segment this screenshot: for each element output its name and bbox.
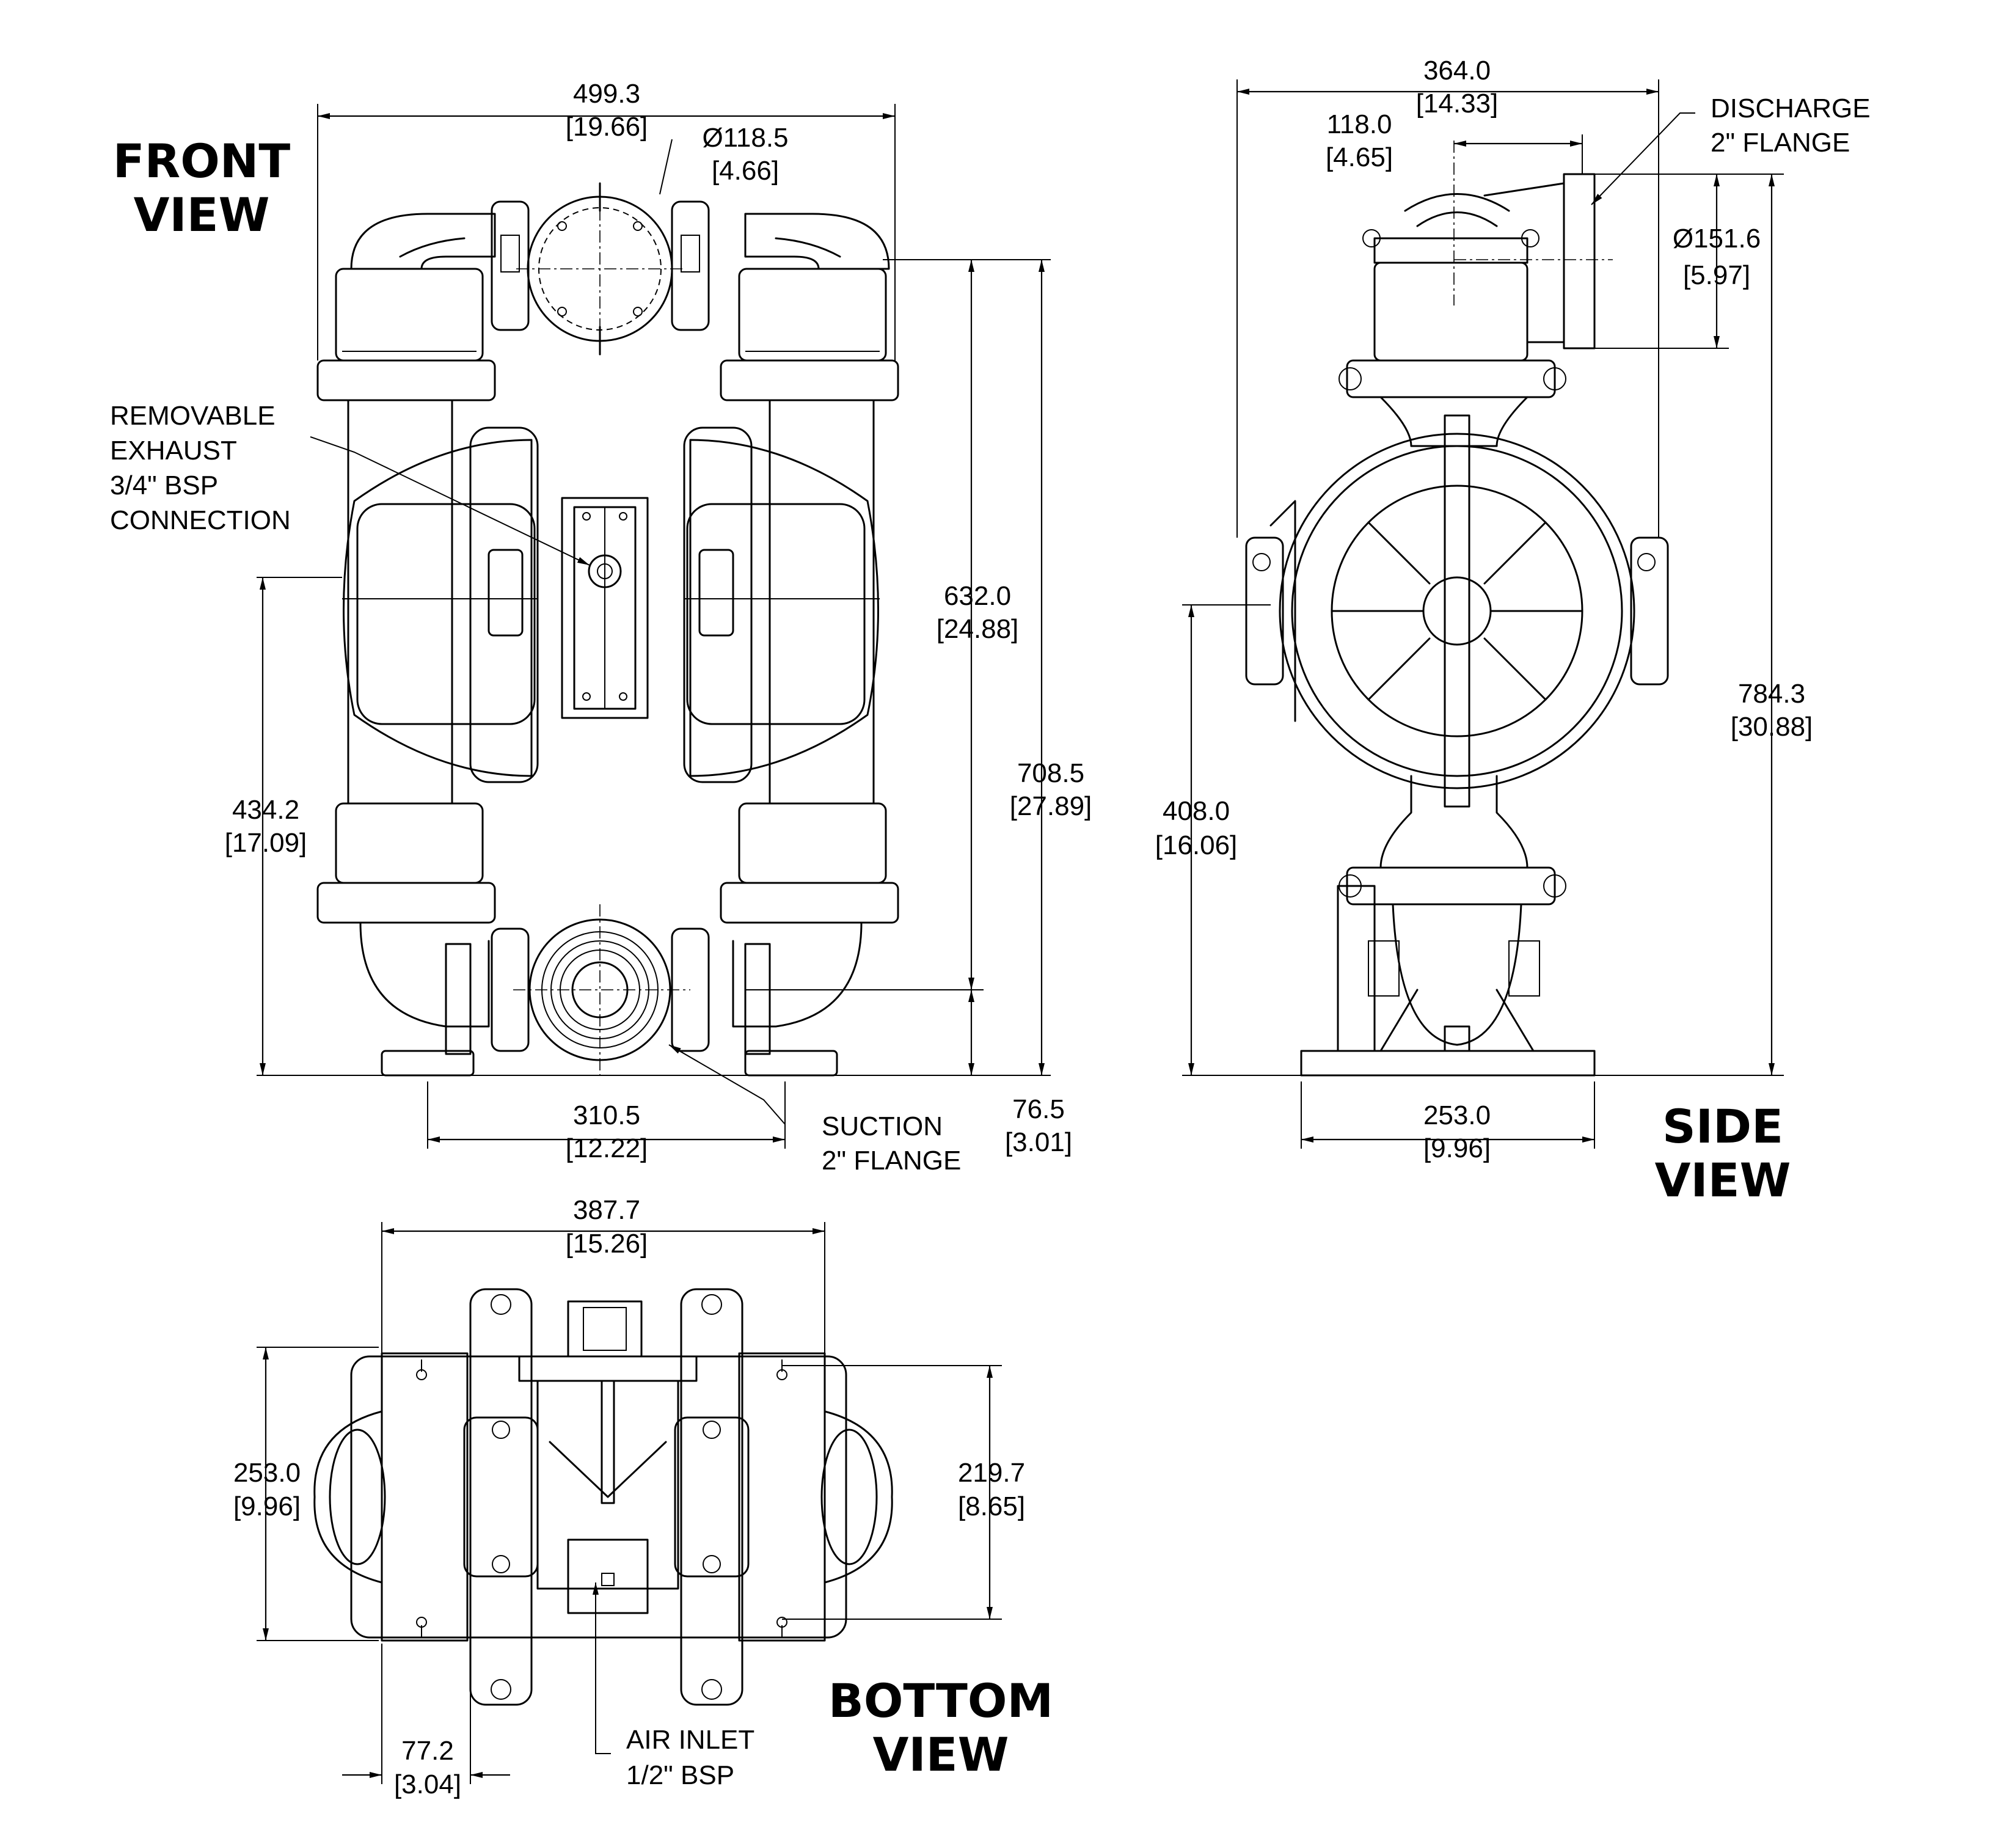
bottom-view-title-line1: BOTTOM bbox=[828, 1674, 1053, 1728]
side-view: SIDE VIEW bbox=[1155, 56, 1871, 1207]
front-suction-height-in: [3.01] bbox=[1005, 1127, 1072, 1157]
bottom-edge-offset-mm: 77.2 bbox=[401, 1736, 454, 1766]
side-total-height-mm: 784.3 bbox=[1738, 679, 1805, 709]
discharge-note-line1: DISCHARGE bbox=[1711, 93, 1871, 123]
side-discharge-offset-in: [4.65] bbox=[1326, 142, 1393, 172]
front-height-632-mm: 632.0 bbox=[944, 581, 1011, 611]
front-dimension-texts: 499.3 [19.66] Ø118.5 [4.66] REMOVABLE EX… bbox=[110, 79, 1092, 1176]
side-view-title-line2: VIEW bbox=[1655, 1153, 1791, 1207]
front-width-in: [19.66] bbox=[566, 112, 648, 142]
side-flange-dia-in: [5.97] bbox=[1683, 260, 1750, 290]
exhaust-note-line3: 3/4" BSP bbox=[110, 470, 218, 500]
bottom-mount-depth-in: [8.65] bbox=[958, 1491, 1025, 1521]
front-height-708-in: [27.89] bbox=[1010, 791, 1092, 821]
side-width-mm: 364.0 bbox=[1423, 56, 1491, 86]
bottom-depth-mm: 253.0 bbox=[233, 1458, 301, 1488]
front-height-434-in: [17.09] bbox=[225, 828, 307, 858]
bottom-pump-body bbox=[313, 1288, 893, 1706]
bottom-view-title-line2: VIEW bbox=[873, 1727, 1009, 1782]
bottom-depth-in: [9.96] bbox=[233, 1491, 301, 1521]
side-dimension-texts: 364.0 [14.33] 118.0 [4.65] DISCHARGE 2" … bbox=[1155, 56, 1871, 1163]
front-pump-body bbox=[316, 182, 899, 1077]
side-width-in: [14.33] bbox=[1416, 89, 1499, 119]
front-foot-span-mm: 310.5 bbox=[573, 1100, 640, 1130]
side-view-title-line1: SIDE bbox=[1662, 1099, 1783, 1154]
bottom-mount-depth-mm: 219.7 bbox=[958, 1458, 1025, 1488]
side-flange-dia-mm: Ø151.6 bbox=[1673, 224, 1761, 254]
front-height-708-mm: 708.5 bbox=[1017, 758, 1084, 788]
bottom-edge-offset-in: [3.04] bbox=[394, 1769, 461, 1799]
front-view-title-line1: FRONT bbox=[113, 134, 291, 188]
front-view-title-line2: VIEW bbox=[134, 188, 270, 242]
exhaust-note-line2: EXHAUST bbox=[110, 436, 237, 466]
side-dimension-lines bbox=[1182, 79, 1784, 1149]
bottom-view: BOTTOM VIEW bbox=[233, 1195, 1053, 1799]
front-height-434-mm: 434.2 bbox=[232, 795, 299, 825]
front-port-dia-mm: Ø118.5 bbox=[702, 123, 788, 153]
side-base-width-in: [9.96] bbox=[1423, 1133, 1491, 1163]
front-port-dia-in: [4.66] bbox=[712, 156, 779, 186]
front-suction-height-mm: 76.5 bbox=[1012, 1094, 1065, 1124]
suction-note-line1: SUCTION bbox=[822, 1111, 943, 1141]
front-dimension-lines bbox=[257, 104, 1051, 1149]
side-air-height-mm: 408.0 bbox=[1163, 796, 1230, 826]
exhaust-note-line4: CONNECTION bbox=[110, 505, 291, 535]
bottom-width-mm: 387.7 bbox=[573, 1195, 640, 1225]
air-inlet-note-line1: AIR INLET bbox=[626, 1725, 754, 1755]
front-width-mm: 499.3 bbox=[573, 79, 640, 109]
bottom-width-in: [15.26] bbox=[566, 1229, 648, 1259]
side-base-width-mm: 253.0 bbox=[1423, 1100, 1491, 1130]
side-discharge-offset-mm: 118.0 bbox=[1327, 109, 1392, 139]
bottom-dimension-lines bbox=[257, 1222, 1002, 1784]
suction-note-line2: 2" FLANGE bbox=[822, 1146, 961, 1176]
side-pump-body bbox=[1245, 141, 1669, 1077]
discharge-note-line2: 2" FLANGE bbox=[1711, 128, 1850, 158]
exhaust-note-line1: REMOVABLE bbox=[110, 401, 276, 431]
front-height-632-in: [24.88] bbox=[937, 614, 1019, 644]
air-inlet-note-line2: 1/2" BSP bbox=[626, 1760, 734, 1790]
side-air-height-in: [16.06] bbox=[1155, 830, 1238, 860]
front-foot-span-in: [12.22] bbox=[566, 1133, 648, 1163]
front-view: FRONT VIEW bbox=[110, 79, 1092, 1176]
side-total-height-in: [30.88] bbox=[1731, 712, 1813, 742]
bottom-dimension-texts: 387.7 [15.26] 253.0 [9.96] 219.7 [8.65] … bbox=[233, 1195, 1025, 1799]
